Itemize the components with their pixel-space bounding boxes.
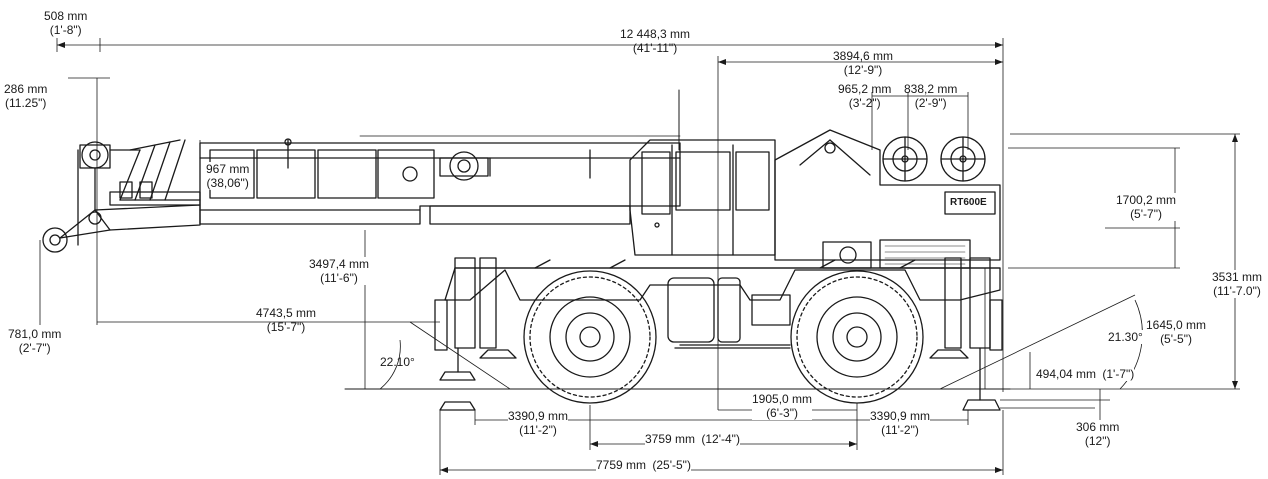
- dim-value: 286 mm: [4, 82, 48, 96]
- dim-boom-tip-offset: 508 mm (1'-8"): [44, 9, 87, 37]
- dim-rear-overhang-cab: 3894,6 mm (12'-9"): [833, 49, 893, 77]
- dim-approach-angle: 22.10°: [380, 355, 415, 369]
- dim-boom-depth: 967 mm (38,06"): [206, 162, 250, 190]
- dim-imperial: (41'-11"): [632, 41, 678, 55]
- dim-imperial: (5'-5"): [1160, 332, 1192, 346]
- dim-value: 12 448,3 mm: [620, 27, 691, 41]
- dim-imperial: (11.25"): [4, 96, 47, 110]
- dim-value: 3390,9 mm: [870, 409, 931, 423]
- dim-overall-height: 3531 mm (11'-7.0"): [1212, 270, 1263, 298]
- dim-value: 967 mm: [206, 162, 250, 176]
- dim-counterweight-height: 1700,2 mm (5'-7"): [1116, 193, 1177, 221]
- model-badge: RT600E: [950, 197, 987, 208]
- superstructure: [774, 129, 1001, 269]
- rear-wheel: [790, 270, 924, 404]
- dim-value: 3894,6 mm: [833, 49, 894, 63]
- dim-ground-clearance: 494,04 mm (1'-7"): [1036, 367, 1135, 381]
- dim-value: 3531 mm: [1212, 270, 1263, 284]
- dimension-lines: [39, 38, 1240, 475]
- dim-imperial: (3'-2"): [848, 96, 881, 110]
- dim-imperial: (2'-7"): [18, 341, 51, 355]
- dim-imperial: (12"): [1084, 434, 1111, 448]
- carrier: [434, 257, 1003, 411]
- dim-value: 1905,0 mm: [752, 392, 813, 406]
- dim-boom-pivot-height: 3497,4 mm (11'-6"): [309, 257, 370, 285]
- dim-imperial: (38,06"): [206, 176, 249, 190]
- dim-imperial: (12'-4"): [701, 432, 740, 446]
- dim-value: 965,2 mm: [838, 82, 892, 96]
- dim-value: 781,0 mm: [8, 327, 62, 341]
- dim-value: 1645,0 mm: [1146, 318, 1207, 332]
- dim-tip-height: 781,0 mm (2'-7"): [8, 327, 61, 355]
- dim-imperial: (6'-3"): [766, 406, 798, 420]
- boom-nose: [42, 139, 201, 253]
- dim-value: 7759 mm: [596, 458, 647, 472]
- dim-imperial: (12'-9"): [843, 63, 883, 77]
- dim-sheave-offset: 286 mm (11.25"): [4, 82, 47, 110]
- dim-outrigger-rear: 3390,9 mm (11'-2"): [870, 409, 931, 437]
- dim-value: 838,2 mm: [904, 82, 958, 96]
- dim-wheelbase: 3759 mm (12'-4"): [645, 432, 740, 446]
- dim-value: 508 mm: [44, 9, 88, 23]
- boom: [199, 135, 681, 225]
- dim-outrigger-span: 7759 mm (25'-5"): [596, 458, 691, 472]
- dim-imperial: (15'-7"): [266, 320, 306, 334]
- dim-departure-angle: 21.30°: [1108, 330, 1143, 344]
- dim-imperial: (11'-2"): [519, 423, 557, 437]
- dim-outrigger-front: 3390,9 mm (11'-2"): [508, 409, 569, 437]
- dim-value: 22.10°: [380, 355, 415, 369]
- dim-imperial: (11'-7.0"): [1213, 284, 1261, 298]
- front-wheel: [523, 270, 657, 404]
- cab: [629, 89, 776, 256]
- dim-winch-spacing-1: 965,2 mm (3'-2"): [838, 82, 891, 110]
- dim-overall-length: 12 448,3 mm (41'-11"): [620, 27, 690, 55]
- dim-front-overhang: 4743,5 mm (15'-7"): [256, 306, 316, 334]
- dim-rotation-to-axle: 1905,0 mm (6'-3"): [752, 392, 813, 420]
- dim-imperial: (25'-5"): [652, 458, 691, 472]
- dim-value: 1700,2 mm: [1116, 193, 1177, 207]
- dim-imperial: (11'-6"): [320, 271, 358, 285]
- dim-winch-spacing-2: 838,2 mm (2'-9"): [904, 82, 957, 110]
- dim-value: 4743,5 mm: [256, 306, 317, 320]
- dim-value: 3390,9 mm: [508, 409, 569, 423]
- dim-value: 3497,4 mm: [309, 257, 370, 271]
- dim-value: 3759 mm: [645, 432, 696, 446]
- dim-imperial: (2'-9"): [914, 96, 947, 110]
- dim-imperial: (1'-8"): [49, 23, 82, 37]
- dim-value: 21.30°: [1108, 330, 1143, 344]
- dim-value: 494,04 mm: [1036, 367, 1097, 381]
- dim-imperial: (5'-7"): [1130, 207, 1162, 221]
- dim-imperial: (11'-2"): [881, 423, 919, 437]
- dimension-arrows: [57, 42, 1238, 473]
- dim-value: 306 mm: [1076, 420, 1120, 434]
- dim-rear-deck-height: 1645,0 mm (5'-5"): [1146, 318, 1207, 346]
- dim-float-thickness: 306 mm (12"): [1076, 420, 1119, 448]
- dim-imperial: (1'-7"): [1102, 367, 1135, 381]
